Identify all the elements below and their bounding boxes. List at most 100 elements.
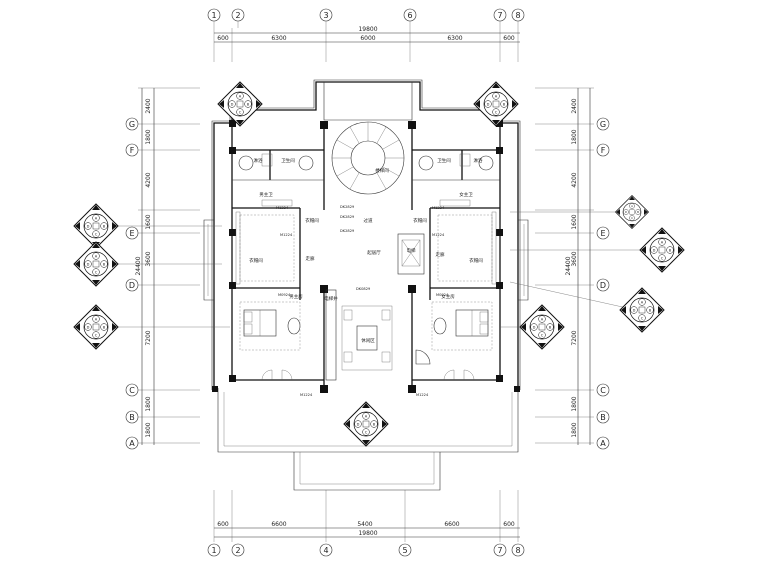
dim-bottom-2: 6600 — [271, 521, 286, 528]
axis-right-D: D — [600, 281, 606, 290]
svg-text:C: C — [95, 334, 98, 338]
axis-bubbles-top: 1 2 3 6 7 8 — [207, 8, 525, 22]
axis-left-A: A — [129, 439, 135, 448]
svg-text:C: C — [239, 111, 242, 115]
svg-text:D: D — [533, 326, 536, 330]
spiral-stair: 楼梯间 — [331, 121, 405, 195]
axis-bottom-5: 5 — [402, 546, 407, 555]
axis-bubbles-bottom: 1 2 4 5 7 8 — [207, 543, 525, 557]
dim-right-3: 4200 — [571, 172, 578, 187]
door-tag-m3: M1224 — [280, 233, 293, 237]
dim-top-total: 19800 — [358, 26, 377, 33]
axis-bubbles-right: G F E D C B A — [596, 117, 610, 450]
svg-text:B: B — [669, 249, 672, 253]
dim-bottom-5: 600 — [503, 521, 515, 528]
label-bath-right: 淋浴 — [474, 157, 483, 164]
door-tags: DK2829 DK2829 DK2829 DK0829 M1224 M1224 … — [276, 205, 449, 397]
dim-left-7: 1800 — [145, 396, 152, 411]
svg-text:D: D — [487, 103, 490, 107]
axis-right-F: F — [601, 146, 606, 155]
axis-right-A: A — [600, 439, 606, 448]
svg-text:B: B — [103, 326, 106, 330]
dim-top-1: 600 — [217, 35, 229, 42]
label-toilet-left: 卫生间 — [281, 157, 295, 164]
elevation-marker-1: A B C D — [217, 81, 263, 127]
right-dimension-chain: 2400 1800 4200 1600 3600 7200 1800 1800 … — [535, 87, 594, 445]
axis-bottom-7: 7 — [497, 546, 502, 555]
axis-top-7: 7 — [497, 11, 502, 20]
axis-right-G: G — [600, 120, 606, 129]
door-tag-m8: M1224 — [416, 393, 429, 397]
dim-right-4: 1600 — [571, 214, 578, 229]
label-closet-right: 衣帽间 — [413, 217, 427, 224]
svg-text:A: A — [95, 318, 98, 322]
label-closet-left: 衣帽间 — [305, 217, 319, 224]
axis-top-1: 1 — [211, 11, 216, 20]
label-bedroom-left: 男主房 — [289, 293, 303, 300]
dim-right-8: 1800 — [571, 422, 578, 437]
svg-text:C: C — [95, 233, 98, 237]
axis-left-F: F — [130, 146, 135, 155]
door-tag-m2: M1224 — [432, 206, 445, 210]
axis-bottom-1: 1 — [211, 546, 216, 555]
svg-text:D: D — [625, 210, 627, 214]
label-lounge: 休闲区 — [361, 337, 375, 344]
label-cloak-right: 衣帽间 — [469, 257, 483, 264]
axis-top-8: 8 — [515, 11, 520, 20]
svg-text:D: D — [87, 326, 90, 330]
dim-bottom-1: 600 — [217, 521, 229, 528]
svg-text:B: B — [637, 210, 639, 214]
dim-right-5: 3600 — [571, 251, 578, 266]
top-dimension-chain: 600 6300 6000 6300 600 19800 — [213, 26, 520, 62]
svg-text:C: C — [631, 216, 633, 220]
axis-top-2: 2 — [235, 11, 240, 20]
elevation-marker-4: A B C D — [73, 241, 119, 287]
svg-text:D: D — [633, 309, 636, 313]
svg-text:B: B — [503, 103, 506, 107]
axis-left-E: E — [129, 229, 134, 238]
door-tag-dk4: DK0829 — [356, 287, 371, 291]
door-tag-m1: M1224 — [276, 206, 289, 210]
dim-top-3: 6000 — [360, 35, 375, 42]
label-corridor-left: 走廊 — [306, 255, 315, 262]
dim-left-2: 1800 — [145, 129, 152, 144]
right-wing: 淋浴 卫生间 女主卫 衣帽间 衣帽间 走廊 女主房 — [413, 153, 497, 381]
svg-text:A: A — [365, 415, 368, 419]
label-shaft: 电梯井 — [324, 295, 338, 302]
dim-right-2: 1800 — [571, 129, 578, 144]
svg-text:A: A — [95, 255, 98, 259]
bottom-dimension-chain: 600 6600 5400 6600 600 19800 — [213, 490, 520, 542]
svg-text:C: C — [641, 317, 644, 321]
dim-left-total: 24400 — [135, 256, 142, 275]
dim-left-3: 4200 — [145, 172, 152, 187]
svg-text:A: A — [631, 204, 633, 208]
axis-left-G: G — [129, 120, 135, 129]
svg-text:B: B — [103, 263, 106, 267]
elevation-marker-7: A B C D — [639, 227, 685, 273]
door-tag-dk2: DK2829 — [340, 229, 355, 233]
dim-left-4: 1600 — [145, 214, 152, 229]
dim-right-total: 24400 — [565, 256, 572, 275]
dim-top-5: 600 — [503, 35, 515, 42]
label-cloak-left: 衣帽间 — [249, 257, 263, 264]
label-toilet-right: 卫生间 — [437, 157, 451, 164]
dim-left-6: 7200 — [145, 330, 152, 345]
label-lift: 电梯 — [407, 247, 416, 254]
left-dimension-chain: 2400 1800 4200 1600 3600 7200 1800 1800 … — [135, 87, 200, 445]
dim-left-1: 2400 — [145, 98, 152, 113]
dim-left-8: 1800 — [145, 422, 152, 437]
label-stair-hall: 楼梯间 — [375, 167, 389, 174]
axis-left-B: B — [129, 413, 135, 422]
dim-left-5: 3600 — [145, 251, 152, 266]
svg-text:A: A — [541, 318, 544, 322]
axis-right-C: C — [600, 386, 606, 395]
elevation-marker-3: A B C D — [73, 203, 119, 249]
structural-columns — [212, 120, 520, 393]
label-bath-space-right: 女主卫 — [459, 191, 473, 198]
svg-text:B: B — [373, 423, 376, 427]
axis-bottom-8: 8 — [515, 546, 520, 555]
label-bath-space-left: 男主卫 — [259, 191, 273, 198]
svg-text:A: A — [661, 241, 664, 245]
svg-text:A: A — [495, 95, 498, 99]
